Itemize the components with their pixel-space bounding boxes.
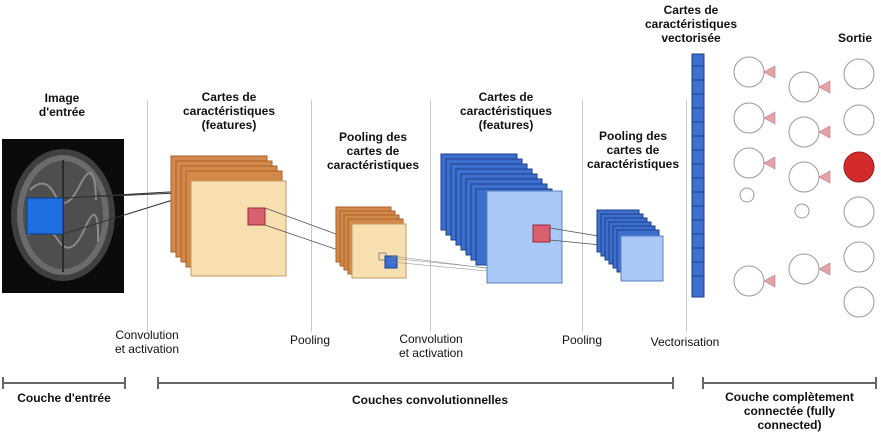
- step-pooling-2: Pooling: [561, 333, 603, 347]
- vectorized-feature-column: [691, 53, 705, 298]
- section-conv-layers: Couches convolutionnelles: [351, 393, 509, 407]
- separator-line: [686, 100, 687, 332]
- label-output: Sortie: [837, 31, 872, 45]
- separator-line: [430, 100, 431, 332]
- feature-maps-stack-2: [440, 153, 563, 284]
- fc-hidden-layer-1: [733, 56, 765, 297]
- label-vectorized: Cartes de caractéristiques vectorisée: [644, 3, 738, 45]
- label-pooling-2: Pooling des cartes de caractéristiques: [586, 129, 680, 171]
- step-convolution-2: Convolution et activation: [398, 332, 464, 360]
- label-pooling-1: Pooling des cartes de caractéristiques: [326, 130, 420, 172]
- label-feature-maps-2: Cartes de caractéristiques (features): [459, 90, 553, 132]
- pooled-maps-stack-1: [335, 206, 407, 279]
- step-convolution-1: Convolution et activation: [114, 328, 180, 356]
- pooled-maps-stack-2: [596, 209, 664, 282]
- step-vectorization: Vectorisation: [650, 335, 720, 349]
- feature-maps-stack-1: [170, 155, 287, 277]
- label-input-image: Image d'entrée: [38, 91, 86, 119]
- connection-arrows: [763, 65, 831, 288]
- separator-line: [582, 100, 583, 332]
- fc-output-layer: [843, 58, 875, 318]
- label-feature-maps-1: Cartes de caractéristiques (features): [182, 90, 276, 132]
- step-pooling-1: Pooling: [289, 333, 331, 347]
- separator-line: [147, 100, 148, 332]
- section-input-layer: Couche d'entrée: [17, 391, 111, 405]
- section-fc-layer: Couche complètement connectée (fully con…: [725, 390, 854, 432]
- section-brackets: [2, 377, 877, 389]
- brain-mri-image: [2, 139, 124, 293]
- fc-hidden-layer-2: [788, 71, 820, 285]
- separator-line: [311, 100, 312, 332]
